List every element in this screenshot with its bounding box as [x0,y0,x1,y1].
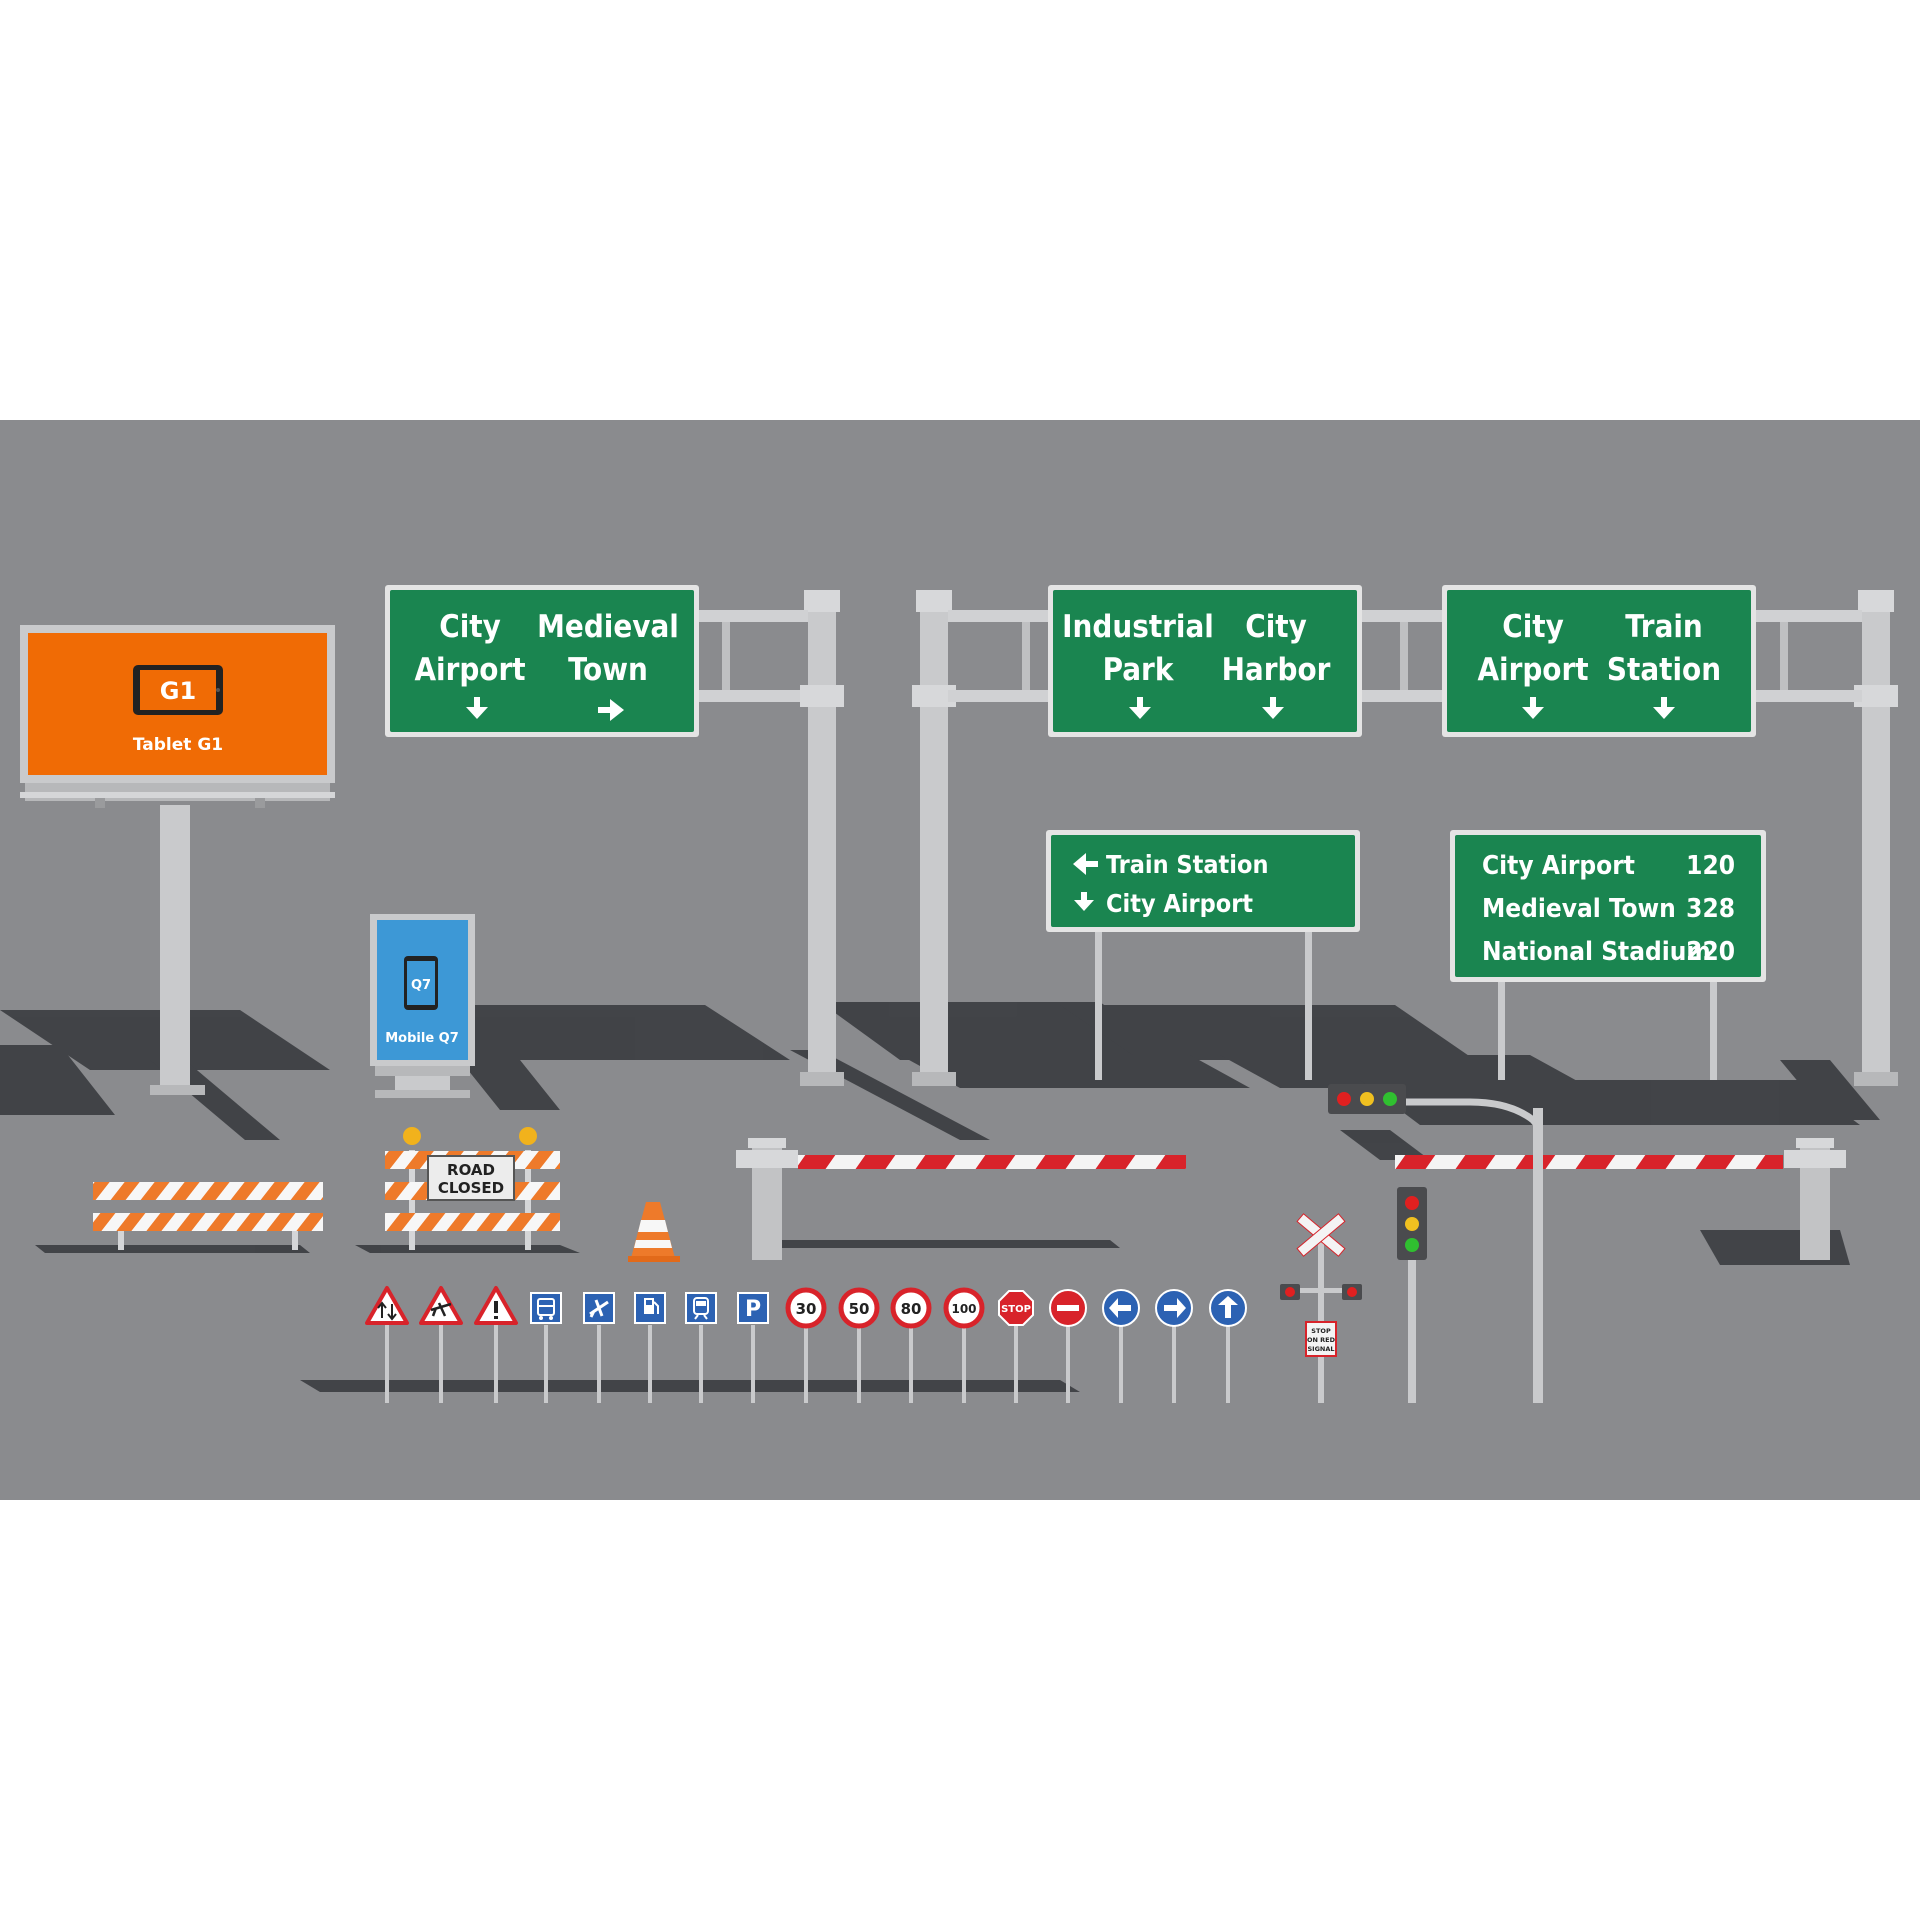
kiosk: Q7 Mobile Q7 [370,914,475,1098]
gantry-left: City Airport Medieval Town [385,585,844,1086]
gantry-sign-2-left-line1: Industrial [1062,609,1214,645]
arrow-down-icon [1653,697,1675,719]
gantry-sign-2 [1053,590,1357,732]
arrow-down-icon [1129,697,1151,719]
gantry-sign-1-left-line2: Airport [414,652,525,688]
tablet-icon: G1 [133,665,223,715]
distance-place-1: City Airport [1482,851,1635,881]
parking-label: P [745,1297,761,1322]
gantry-sign-3 [1447,590,1751,732]
railway-crossing: STOP ON RED SIGNAL [1280,1213,1362,1403]
gantry-sign-1 [390,590,694,732]
crossbuck-icon [1296,1213,1346,1257]
boom-barrier-right [1395,1138,1846,1260]
speed-limit-100-label: 100 [951,1302,976,1316]
speed-limit-50-icon: 50 [838,1287,880,1329]
gantry-sign-2-right-line2: Harbor [1222,652,1331,688]
warning-lamp-icon [403,1127,421,1145]
billboard-caption: Tablet G1 [133,735,223,755]
gantry-sign-3-right-line2: Station [1607,652,1721,688]
road-signs-scene: G1 Tablet G1 Q7 Mobile Q7 City Airport M… [0,420,1920,1500]
crossing-sign-line1: STOP [1311,1327,1331,1335]
arrow-right-icon [1155,1289,1193,1327]
gantry-sign-2-right-line1: City [1245,609,1307,645]
distance-km-3: 220 [1686,937,1735,967]
arrow-left-icon [1102,1289,1140,1327]
direction-sign-line1: Train Station [1106,850,1268,879]
arrow-down-icon [1522,697,1544,719]
kiosk-caption: Mobile Q7 [385,1031,459,1046]
overhead-traffic-light [1328,1084,1543,1403]
barricade-left [93,1182,323,1250]
fuel-icon [634,1292,666,1324]
arrow-down-icon [1074,892,1094,911]
direction-sign: Train Station City Airport [1046,830,1360,1080]
road-closed-line1: ROAD [447,1161,495,1179]
gantry-sign-3-left-line1: City [1502,609,1564,645]
shadows [0,1002,1880,1392]
stop-label: STOP [1001,1304,1031,1315]
gantry-sign-1-right-line1: Medieval [537,609,679,645]
standing-traffic-light [1397,1187,1427,1403]
barricade-road-closed: ROAD CLOSED [385,1127,560,1250]
airport-icon [583,1292,615,1324]
gantry-sign-3-left-line2: Airport [1477,652,1588,688]
gantry-right: Industrial Park City Harbor City Airport… [912,585,1898,1086]
warning-airplane-icon [419,1286,463,1325]
billboard: G1 Tablet G1 [20,625,335,1095]
speed-limit-100-icon: 100 [943,1287,985,1329]
gantry-sign-3-right-line1: Train [1625,609,1703,645]
gantry-sign-2-left-line2: Park [1103,652,1175,688]
distance-place-3: National Stadium [1482,937,1711,967]
distance-place-2: Medieval Town [1482,894,1676,924]
billboard-device: G1 [160,677,196,705]
speed-limit-30-icon: 30 [785,1287,827,1329]
arrow-right-icon [598,699,624,721]
arrow-left-icon [1073,853,1098,875]
distance-sign: City Airport 120 Medieval Town 328 Natio… [1450,830,1766,1080]
distance-km-2: 328 [1686,894,1735,924]
parking-icon: P [737,1292,769,1324]
warning-two-way-icon [365,1286,409,1325]
distance-km-1: 120 [1686,851,1735,881]
road-closed-line2: CLOSED [438,1179,504,1197]
phone-icon: Q7 [404,956,438,1010]
warning-lamp-icon [519,1127,537,1145]
speed-limit-80-icon: 80 [890,1287,932,1329]
gantry-sign-1-left-line1: City [439,609,501,645]
arrow-down-icon [1262,697,1284,719]
arrow-up-icon [1209,1289,1247,1327]
kiosk-device: Q7 [411,978,431,993]
speed-limit-50-label: 50 [849,1300,870,1318]
crossing-sign-line3: SIGNAL [1307,1345,1334,1353]
bus-icon [530,1292,562,1324]
crossing-sign-line2: ON RED [1307,1336,1336,1344]
no-entry-icon [1049,1289,1087,1327]
boom-barrier-left [736,1138,1186,1260]
speed-limit-80-label: 80 [901,1300,922,1318]
train-icon [685,1292,717,1324]
arrow-down-icon [466,697,488,719]
small-signs-row: P 30 50 80 100 STOP [365,1286,1247,1403]
direction-sign-line2: City Airport [1106,889,1253,918]
speed-limit-30-label: 30 [796,1300,817,1318]
traffic-cone-icon [628,1202,680,1262]
warning-exclamation-icon [474,1286,518,1325]
stop-icon: STOP [998,1290,1034,1326]
gantry-sign-1-right-line2: Town [568,652,648,688]
